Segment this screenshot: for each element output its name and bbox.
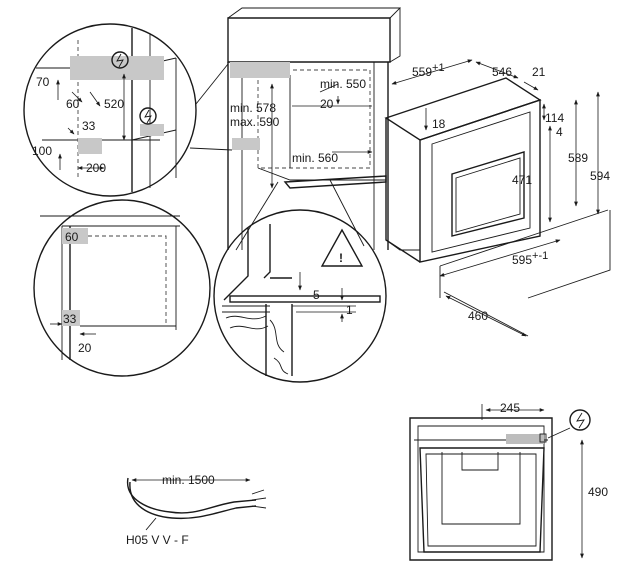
power-icon	[569, 409, 591, 431]
dim-490: 490	[588, 485, 608, 499]
dim-20-cabinet: 20	[320, 97, 334, 111]
dim-min-560: min. 560	[292, 151, 338, 165]
cabinet-drawing	[227, 7, 402, 250]
dim-595: 595+-1	[512, 250, 548, 267]
dim-4: 4	[556, 125, 563, 139]
dim-min-550: min. 550	[320, 77, 366, 91]
dim-245: 245	[500, 401, 520, 415]
oven-drawing	[384, 59, 611, 337]
cable-type-label: H05 V V - F	[126, 533, 189, 547]
dim-70: 70	[36, 75, 50, 89]
dim-200: 200	[86, 161, 106, 175]
dim-1: 1	[346, 303, 353, 317]
detail-circle-top	[23, 23, 233, 197]
dim-18: 18	[432, 117, 446, 131]
vent-slot-lower	[78, 138, 102, 154]
detail-circle-warning: !	[213, 179, 387, 383]
terminal-box	[506, 434, 544, 444]
dim-100: 100	[32, 144, 52, 158]
detail-circle-side	[33, 199, 211, 377]
rear-view-drawing	[409, 404, 591, 561]
dim-33-side: 33	[63, 312, 77, 326]
dim-5: 5	[313, 288, 320, 302]
vent-opening-bottom	[232, 138, 260, 150]
cable-drawing	[127, 477, 267, 531]
cable-length-label: min. 1500	[162, 473, 215, 487]
dim-520: 520	[104, 97, 124, 111]
dim-max-590: max. 590	[230, 115, 280, 129]
dim-559: 559+1	[412, 62, 445, 79]
dim-471: 471	[512, 173, 532, 187]
dim-21: 21	[532, 65, 546, 79]
dim-33-top: 33	[82, 119, 96, 133]
dim-114: 114	[545, 111, 564, 125]
warning-icon	[320, 228, 364, 267]
dim-min-578: min. 578	[230, 101, 276, 115]
dim-589: 589	[568, 151, 588, 165]
svg-text:!: !	[339, 251, 343, 265]
dim-60-side: 60	[65, 230, 79, 244]
dim-546: 546	[492, 65, 512, 79]
dim-20-side: 20	[78, 341, 92, 355]
vent-opening-top	[230, 62, 290, 78]
gray-block-33	[62, 310, 80, 326]
dim-60-top: 60	[66, 97, 80, 111]
dim-460: 460	[468, 309, 488, 323]
gray-block-60	[62, 228, 88, 244]
dim-594: 594	[590, 169, 610, 183]
